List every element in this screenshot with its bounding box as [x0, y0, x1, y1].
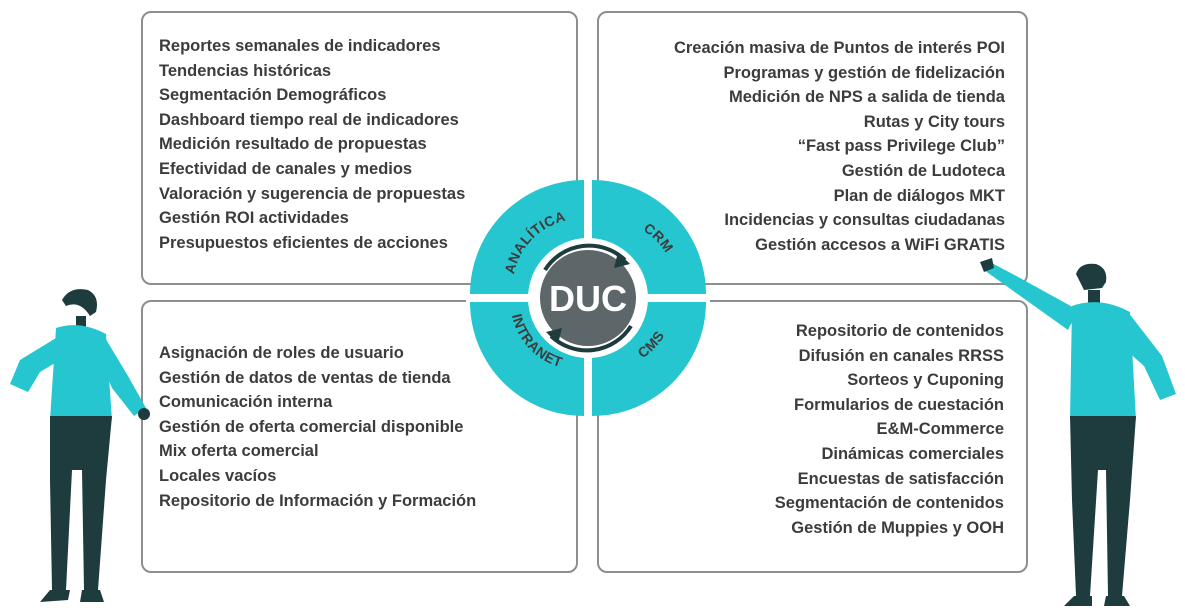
- list-item: Tendencias históricas: [159, 61, 332, 80]
- intranet-feature-list: Asignación de roles de usuario Gestión d…: [159, 341, 476, 513]
- list-item: “Fast pass Privilege Club”: [797, 137, 1005, 156]
- list-item: Plan de diálogos MKT: [833, 186, 1005, 205]
- list-item: Presupuestos eficientes de acciones: [159, 233, 448, 252]
- person-left-illustration: [10, 289, 150, 602]
- list-item: Incidencias y consultas ciudadanas: [724, 211, 1005, 230]
- list-item: Efectividad de canales y medios: [159, 159, 413, 178]
- list-item: Sorteos y Cuponing: [847, 371, 1004, 390]
- list-item: E&M-Commerce: [876, 420, 1004, 439]
- list-item: Gestión de datos de ventas de tienda: [159, 368, 451, 387]
- list-item: Medición resultado de propuestas: [159, 135, 427, 154]
- list-item: Gestión accesos a WiFi GRATIS: [755, 235, 1005, 254]
- list-item: Mix oferta comercial: [159, 442, 319, 461]
- list-item: Valoración y sugerencia de propuestas: [159, 184, 466, 203]
- list-item: Dinámicas comerciales: [821, 444, 1004, 463]
- cycle-arrow-icon: [543, 243, 627, 272]
- hub-center-core: [540, 250, 636, 346]
- cycle-arrow-icon: [549, 324, 633, 353]
- hub-center-label: DUC: [549, 278, 627, 319]
- list-item: Segmentación Demográficos: [159, 86, 387, 105]
- list-item: Formularios de cuestación: [794, 395, 1004, 414]
- person-right-illustration: [980, 258, 1176, 606]
- analitica-feature-list: Reportes semanales de indicadores Tenden…: [159, 34, 465, 255]
- list-item: Locales vacíos: [159, 466, 277, 485]
- list-item: Creación masiva de Puntos de interés POI: [673, 39, 1005, 57]
- list-item: Gestión ROI actividades: [159, 209, 349, 228]
- list-item: Segmentación de contenidos: [774, 494, 1004, 513]
- list-item: Gestión de oferta comercial disponible: [159, 417, 464, 436]
- list-item: Gestión de Ludoteca: [841, 161, 1005, 180]
- cycle-arrow-head-icon: [614, 252, 630, 268]
- list-item: Repositorio de contenidos: [795, 322, 1004, 340]
- list-item: Rutas y City tours: [863, 112, 1005, 131]
- list-item: Comunicación interna: [159, 393, 333, 412]
- list-item: Encuestas de satisfacción: [797, 469, 1004, 488]
- crm-feature-list: Creación masiva de Puntos de interés POI…: [674, 36, 1005, 257]
- list-item: Medición de NPS a salida de tienda: [729, 88, 1005, 107]
- cms-feature-list: Repositorio de contenidos Difusión en ca…: [775, 319, 1004, 540]
- list-item: Repositorio de Información y Formación: [159, 491, 477, 510]
- list-item: Programas y gestión de fidelización: [723, 63, 1006, 82]
- list-item: Gestión de Muppies y OOH: [791, 518, 1004, 537]
- list-item: Reportes semanales de indicadores: [159, 37, 441, 55]
- list-item: Difusión en canales RRSS: [798, 346, 1004, 365]
- list-item: Asignación de roles de usuario: [159, 344, 404, 362]
- list-item: Dashboard tiempo real de indicadores: [159, 110, 459, 129]
- cycle-arrow-head-icon: [546, 328, 562, 344]
